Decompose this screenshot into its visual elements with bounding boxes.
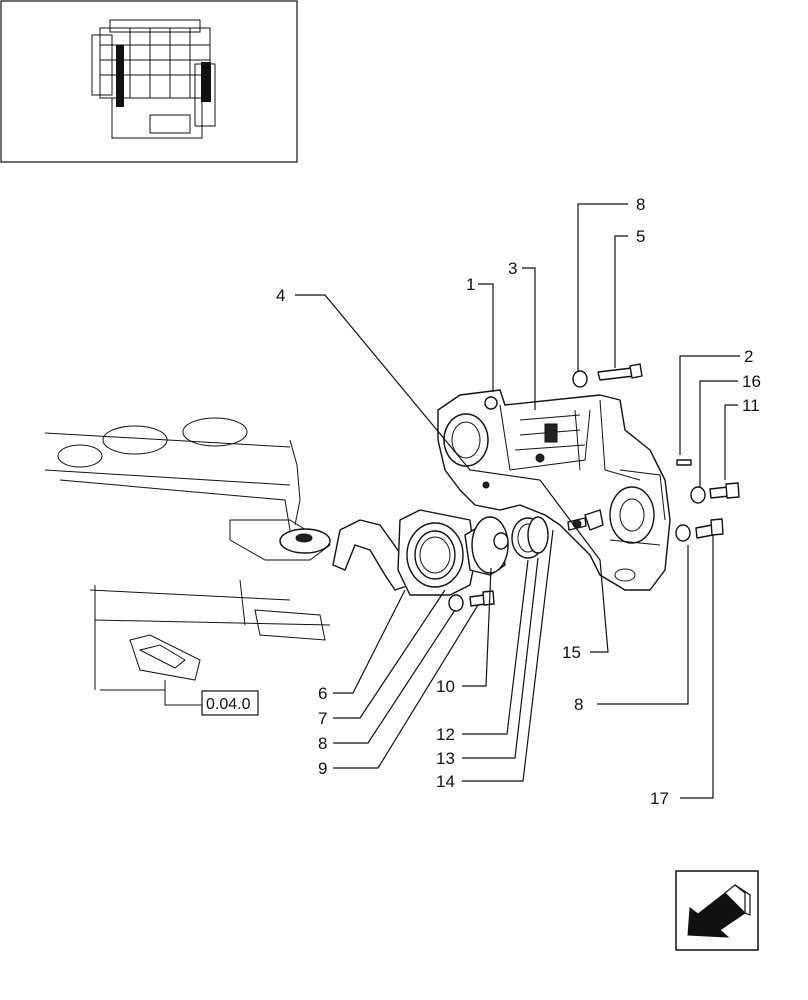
bolt-and-washer-parts <box>448 363 740 612</box>
callout-label: 8 <box>318 734 327 753</box>
seal-carrier-assembly <box>332 509 549 596</box>
callout-label: 17 <box>650 789 669 808</box>
callout-label: 3 <box>508 259 517 278</box>
reference-box-label: 0.04.0 <box>206 696 251 713</box>
leader-lines <box>295 203 740 799</box>
callout-label: 6 <box>318 684 327 703</box>
callout-labels: 8 5 1 3 4 2 16 11 6 7 8 9 10 12 13 14 15… <box>276 195 761 808</box>
callout-label: 5 <box>636 227 645 246</box>
engine-block <box>44 417 331 706</box>
callout-label: 12 <box>436 725 455 744</box>
back-arrow-icon[interactable] <box>675 870 759 951</box>
callout-label: 4 <box>276 286 285 305</box>
callout-label: 11 <box>742 396 760 415</box>
reference-box-link[interactable]: 0.04.0 <box>201 690 259 716</box>
callout-label: 8 <box>574 695 583 714</box>
callout-label: 9 <box>318 759 327 778</box>
callout-label: 2 <box>744 347 753 366</box>
callout-label: 7 <box>318 709 327 728</box>
callout-label: 16 <box>742 372 761 391</box>
callout-label: 10 <box>436 677 455 696</box>
callout-label: 1 <box>466 275 475 294</box>
front-cover-housing <box>437 389 671 591</box>
callout-label: 8 <box>636 195 645 214</box>
callout-label: 13 <box>436 749 455 768</box>
engine-thumbnail-icon[interactable] <box>0 0 298 163</box>
callout-label: 14 <box>436 772 455 791</box>
callout-label: 15 <box>562 643 581 662</box>
